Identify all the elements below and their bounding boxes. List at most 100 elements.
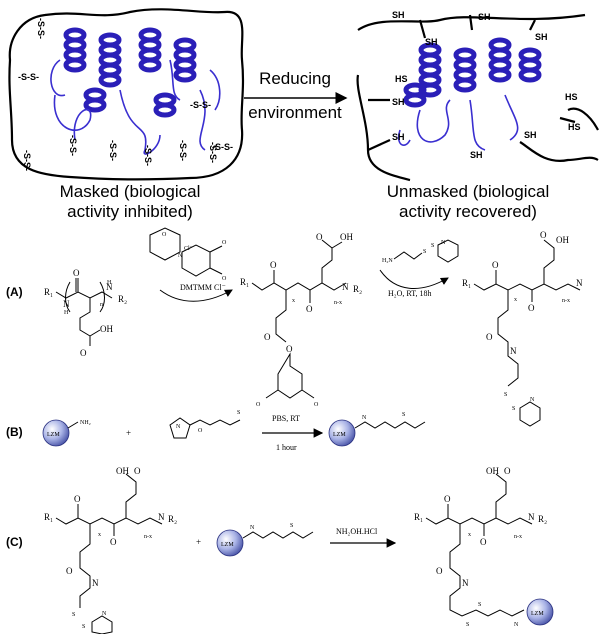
s-label: S	[423, 249, 426, 255]
plus-sign: +	[126, 428, 131, 438]
o-label: O	[528, 303, 535, 313]
cond-a2: H₂O, RT, 18h	[388, 289, 432, 298]
s-label: S	[466, 622, 469, 628]
s-label: S	[431, 243, 434, 249]
n-label: N	[92, 578, 99, 588]
panel-b-label: (B)	[6, 425, 23, 439]
protein-helices-masked	[50, 30, 221, 155]
n-label: N	[102, 611, 107, 617]
h-label: H	[107, 280, 112, 286]
thiol-label: SH	[524, 130, 537, 140]
pga-pds-product: R₁ O O N x n-x O OH O N S S N	[462, 230, 583, 427]
r1-label: R₁	[414, 512, 423, 522]
o-label: O	[110, 537, 117, 547]
thiol-label: SH	[392, 132, 405, 142]
dmtmm-label: DMTMM Cl⁻	[180, 283, 226, 292]
o-label: O	[264, 332, 271, 342]
o-label: O	[270, 260, 277, 270]
panel-c: (C) R₁ O O N R₂ x n-x OH O O N S S N + L…	[6, 466, 554, 634]
disulfide-label: -S-S-	[108, 140, 118, 161]
o-label: O	[480, 537, 487, 547]
o-label: O	[492, 260, 499, 270]
thiol-label: SH	[392, 97, 405, 107]
thiol-label: SH	[425, 37, 438, 47]
n-label: N	[576, 278, 583, 288]
n-label: N	[176, 424, 181, 430]
oh-label: OH	[100, 324, 113, 334]
disulfide-label: -S-S-	[190, 100, 211, 110]
x-subscript: x	[292, 298, 295, 304]
o-label: O	[198, 428, 203, 434]
thiol-label: SH	[470, 150, 483, 160]
n-label: N	[250, 525, 255, 531]
o-label: O	[286, 344, 293, 354]
s-label: S	[290, 523, 293, 529]
thiol-label: SH	[478, 12, 491, 22]
pga-structure: R₁ O N H N H R₂ n O OH	[44, 268, 127, 358]
panel-a: (A) R₁ O N H N H R₂ n O OH O N Cl⁻	[6, 227, 583, 427]
o-label: O	[80, 348, 87, 358]
n-label: N	[441, 240, 446, 246]
protein-helices-unmasked	[397, 40, 539, 151]
lzm-label: LZM	[221, 542, 234, 548]
x-subscript: x	[468, 532, 471, 538]
disulfide-labels: -S-S- -S-S- -S-S- -S-S- -S-S- -S-S- -S-S…	[18, 18, 233, 171]
lzm-label: LZM	[531, 611, 544, 617]
unmasked-protein-illustration: SH SH SH SH HS SH SH SH SH HS HS	[356, 10, 599, 182]
r1-label: R₁	[240, 277, 249, 287]
nx-subscript: n-x	[514, 534, 522, 540]
disulfide-label: -S-S-	[22, 150, 32, 171]
n-label: N	[514, 622, 519, 628]
cond-b-2: 1 hour	[276, 443, 297, 452]
o-label: O	[314, 402, 319, 408]
disulfide-label: -S-S-	[212, 142, 233, 152]
top-captions: Masked (biological activity inhibited) U…	[60, 182, 550, 221]
o-label: O	[222, 276, 227, 282]
oh-label: OH	[116, 466, 129, 476]
masked-caption-line1: Masked (biological	[60, 182, 201, 201]
thiol-label: SH	[392, 10, 405, 20]
thiol-label: SH	[535, 32, 548, 42]
o-label: O	[73, 268, 80, 278]
lysozyme-sphere	[526, 598, 554, 626]
n-label: N	[528, 512, 535, 522]
pga-pds-reactant: R₁ O O N R₂ x n-x OH O O N S S N	[44, 466, 177, 634]
lzm-thioacetate-reactant: LZM N S	[216, 523, 314, 557]
cond-b-1: PBS, RT	[272, 414, 300, 423]
o-label: O	[162, 232, 167, 238]
thiol-label: HS	[568, 122, 581, 132]
r1-label: R₁	[462, 278, 471, 288]
r1-label: R₁	[44, 287, 53, 297]
r1-label: R₁	[44, 512, 53, 522]
polymer-shell-masked	[8, 8, 245, 181]
n-label: N	[342, 282, 349, 292]
s-label: S	[72, 612, 75, 618]
n-label: N	[106, 282, 113, 292]
unmasked-caption-line2: activity recovered)	[399, 202, 537, 221]
o-label: O	[486, 332, 493, 342]
x-subscript: x	[514, 297, 517, 303]
disulfide-label: -S-S-	[68, 135, 78, 156]
h2n-label: H₂N	[382, 258, 393, 264]
o-label: O	[316, 232, 323, 242]
panel-a-label: (A)	[6, 285, 23, 299]
pga-lzm-conjugate: R₁ O O N R₂ x n-x OH O O N S S N LZM	[414, 466, 554, 628]
n-subscript: n	[100, 302, 103, 308]
lzm-label: LZM	[47, 432, 60, 438]
n-label: N	[178, 253, 183, 259]
lysozyme-sphere	[42, 419, 70, 447]
r2-label: R₂	[168, 514, 177, 524]
o-label: O	[134, 466, 141, 476]
s-label: S	[504, 392, 507, 398]
nx-subscript: n-x	[334, 300, 342, 306]
o-label: O	[540, 230, 547, 240]
s-label: S	[82, 624, 85, 630]
s-label: S	[512, 406, 515, 412]
reducing-arrow: Reducing environment	[244, 69, 348, 122]
oh-label: OH	[556, 235, 569, 245]
n-label: N	[510, 346, 517, 356]
disulfide-label: -S-S-	[208, 142, 218, 163]
oh-label: OH	[340, 232, 353, 242]
h-label: H	[64, 310, 69, 316]
